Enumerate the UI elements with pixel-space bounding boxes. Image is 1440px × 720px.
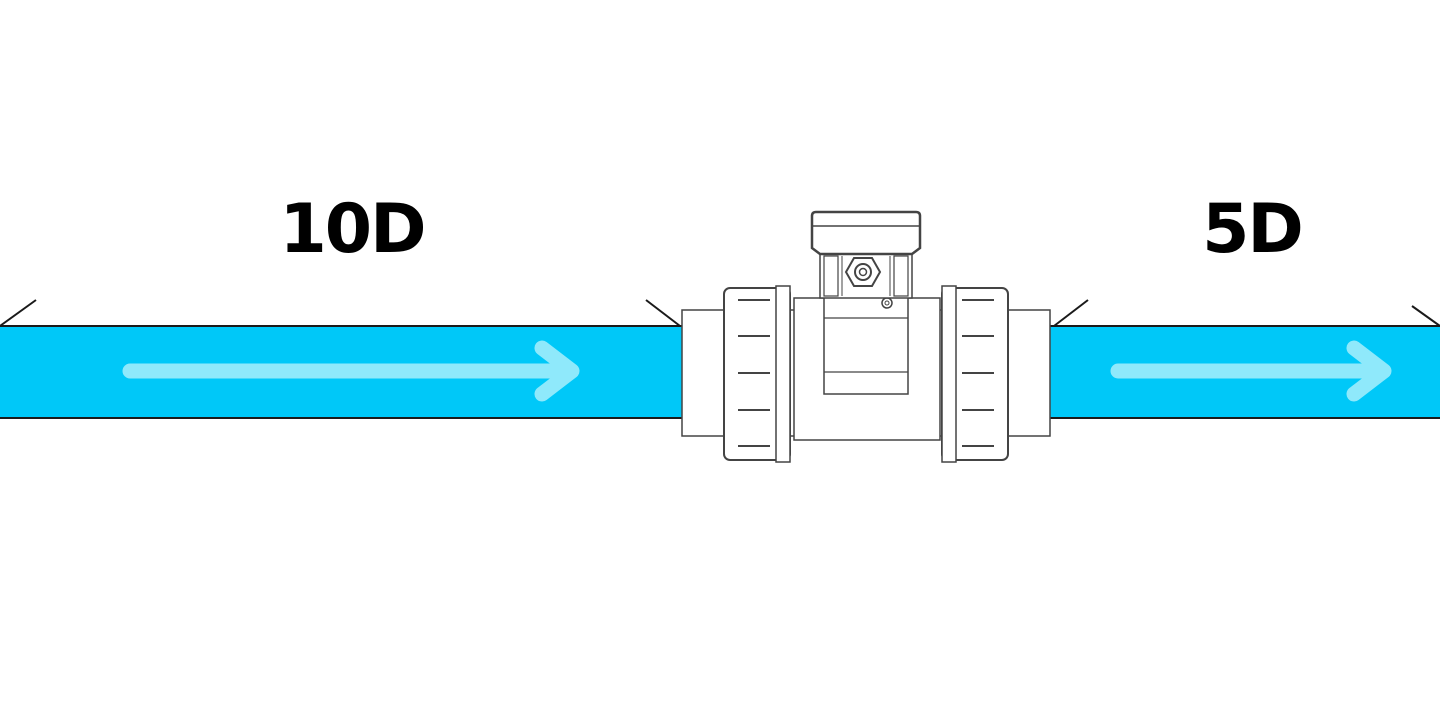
downstream-pipe <box>1050 299 1440 419</box>
upstream-pipe <box>0 299 684 419</box>
downstream-start-tick <box>1053 299 1089 327</box>
meter-head <box>810 210 922 256</box>
downstream-length-label: 5D <box>1202 190 1302 269</box>
upstream-start-tick <box>0 299 37 327</box>
upstream-length-label: 10D <box>279 190 424 269</box>
downstream-end-tick <box>1411 305 1440 327</box>
right-union-nut <box>941 285 1009 463</box>
left-union-nut <box>723 285 791 463</box>
flow-meter-icon <box>681 210 1051 463</box>
sensor-housing <box>823 295 909 395</box>
upstream-end-tick <box>645 299 681 327</box>
cable-gland-icon <box>844 257 882 287</box>
flow-arrow-right-icon <box>122 340 580 402</box>
flow-arrow-right-icon <box>1110 340 1392 402</box>
